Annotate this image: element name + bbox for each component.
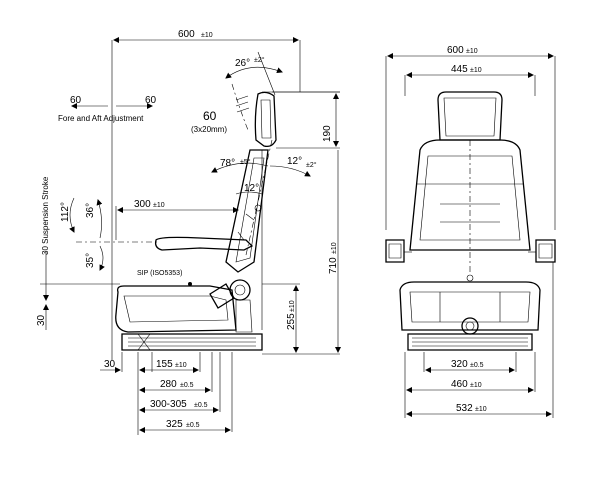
headrest-tick-c bbox=[236, 107, 250, 113]
armrest-length-tolerance: ±10 bbox=[153, 202, 165, 209]
seat-back-support bbox=[235, 299, 253, 333]
backrest-rear-angle-value: 12° bbox=[287, 156, 302, 167]
front-seat-cushion bbox=[399, 281, 541, 331]
backrest bbox=[225, 149, 269, 273]
front-armrest-left-inner bbox=[388, 243, 402, 259]
front-adjust-knob-inner bbox=[465, 321, 475, 331]
weight-adjust-knob bbox=[209, 283, 235, 309]
front-backrest-inner bbox=[419, 155, 521, 241]
front-overall-width-value: 600 bbox=[447, 45, 464, 56]
front-headrest-inner bbox=[443, 97, 497, 137]
headrest-tick-b bbox=[235, 101, 249, 107]
headrest-inner bbox=[260, 99, 272, 139]
seat-cushion-inner bbox=[123, 295, 229, 323]
armrest-upper-arc bbox=[69, 197, 75, 233]
backrest-width-tolerance: ±10 bbox=[470, 67, 482, 74]
headrest-tick-a bbox=[235, 95, 249, 101]
front-suspension-base-lines bbox=[412, 337, 528, 347]
suspension-bottom-value: 30 bbox=[36, 314, 47, 326]
total-height-tolerance: ±10 bbox=[331, 242, 338, 254]
dim-325-tolerance: ±0.5 bbox=[186, 422, 200, 429]
backrest-front-angle-value: 78° bbox=[220, 158, 235, 169]
dim-280-tolerance: ±0.5 bbox=[180, 382, 194, 389]
overall-width-value: 600 bbox=[178, 29, 195, 40]
armrest-angle-value: 36° bbox=[85, 203, 96, 218]
backrest-front-angle-tolerance: ±5° bbox=[240, 158, 251, 166]
base-height-tolerance: ±10 bbox=[289, 300, 296, 312]
rail-spacing-tolerance: ±0.5 bbox=[470, 362, 484, 369]
front-armrest-right-inner bbox=[538, 243, 553, 259]
headrest-motion-path bbox=[231, 83, 249, 131]
headrest-tilt-value: 26° bbox=[235, 58, 250, 69]
armrest-lower-arc bbox=[99, 245, 105, 271]
fore-aft-right-value: 60 bbox=[145, 95, 157, 106]
sip-point bbox=[188, 282, 192, 286]
headrest-adjust-note: (3x20mm) bbox=[191, 125, 227, 134]
front-center-mark bbox=[466, 274, 474, 282]
dim-155-tolerance: ±10 bbox=[175, 362, 187, 369]
backrest-knob bbox=[254, 204, 262, 212]
total-width-tolerance: ±10 bbox=[475, 406, 487, 413]
dim-300-305-value: 300-305 bbox=[150, 399, 187, 410]
side-view: 600 ±10 26° ±2° 60 60 Fore and Aft Adjus… bbox=[36, 29, 341, 435]
seat-cushion bbox=[115, 285, 237, 333]
fore-aft-left-value: 60 bbox=[70, 95, 82, 106]
front-armrest-right bbox=[535, 239, 556, 263]
backrest-rear-angle-arc bbox=[269, 165, 311, 177]
seat-pivot-inner bbox=[234, 284, 246, 296]
total-width-value: 532 bbox=[456, 403, 473, 414]
dim-30-value: 30 bbox=[104, 359, 116, 370]
sip-label: SIP (ISO5353) bbox=[137, 270, 182, 277]
armrest-angle-arc bbox=[96, 199, 103, 239]
dim-155-value: 155 bbox=[156, 359, 173, 370]
base-height-value: 255 bbox=[286, 313, 297, 330]
base-width-value: 460 bbox=[451, 379, 468, 390]
armrest-hinge bbox=[237, 231, 245, 241]
backrest-rear-angle-tolerance: ±2° bbox=[306, 161, 317, 169]
front-backrest bbox=[409, 139, 531, 251]
backrest-tilt-value: 12° bbox=[244, 183, 259, 194]
backrest-width-value: 445 bbox=[451, 64, 468, 75]
overall-width-tolerance: ±10 bbox=[201, 32, 213, 39]
front-headrest bbox=[437, 91, 503, 141]
total-height-value: 710 bbox=[328, 257, 339, 274]
headrest-adjust-value: 60 bbox=[203, 109, 217, 123]
front-suspension-base bbox=[407, 333, 533, 351]
dim-325-value: 325 bbox=[166, 419, 183, 430]
base-width-tolerance: ±10 bbox=[470, 382, 482, 389]
backrest-centerline bbox=[245, 139, 273, 256]
headrest-ref-line bbox=[257, 51, 276, 96]
front-armrest-left bbox=[385, 239, 405, 263]
dim-300-305-tolerance: ±0.5 bbox=[194, 402, 208, 409]
armrest-length-value: 300 bbox=[134, 199, 151, 210]
headrest-height-value: 190 bbox=[322, 125, 333, 142]
armrest-lower-angle-value: 35° bbox=[85, 253, 96, 268]
front-adjust-knob bbox=[461, 317, 479, 335]
suspension-base bbox=[121, 333, 263, 351]
headrest-tilt-tolerance: ±2° bbox=[254, 56, 265, 64]
front-seat-cushion-inner bbox=[409, 291, 531, 323]
armrest-upper-angle-value: 112° bbox=[60, 202, 71, 222]
headrest-tilt-arc bbox=[225, 66, 283, 79]
backrest-inner bbox=[235, 157, 265, 263]
armrest bbox=[154, 236, 254, 251]
front-view: 600 ±10 445 ±10 bbox=[385, 45, 556, 418]
front-overall-width-tolerance: ±10 bbox=[466, 48, 478, 55]
backrest-tilt-arc bbox=[235, 191, 263, 195]
suspension-base-lines bbox=[128, 337, 256, 347]
dim-280-value: 280 bbox=[160, 379, 177, 390]
suspension-stroke-label: 30 Suspension Stroke bbox=[41, 176, 50, 255]
backrest-lever bbox=[245, 213, 255, 221]
fore-aft-label: Fore and Aft Adjustment bbox=[58, 114, 144, 123]
scissor-b bbox=[137, 333, 151, 351]
rail-spacing-value: 320 bbox=[451, 359, 468, 370]
